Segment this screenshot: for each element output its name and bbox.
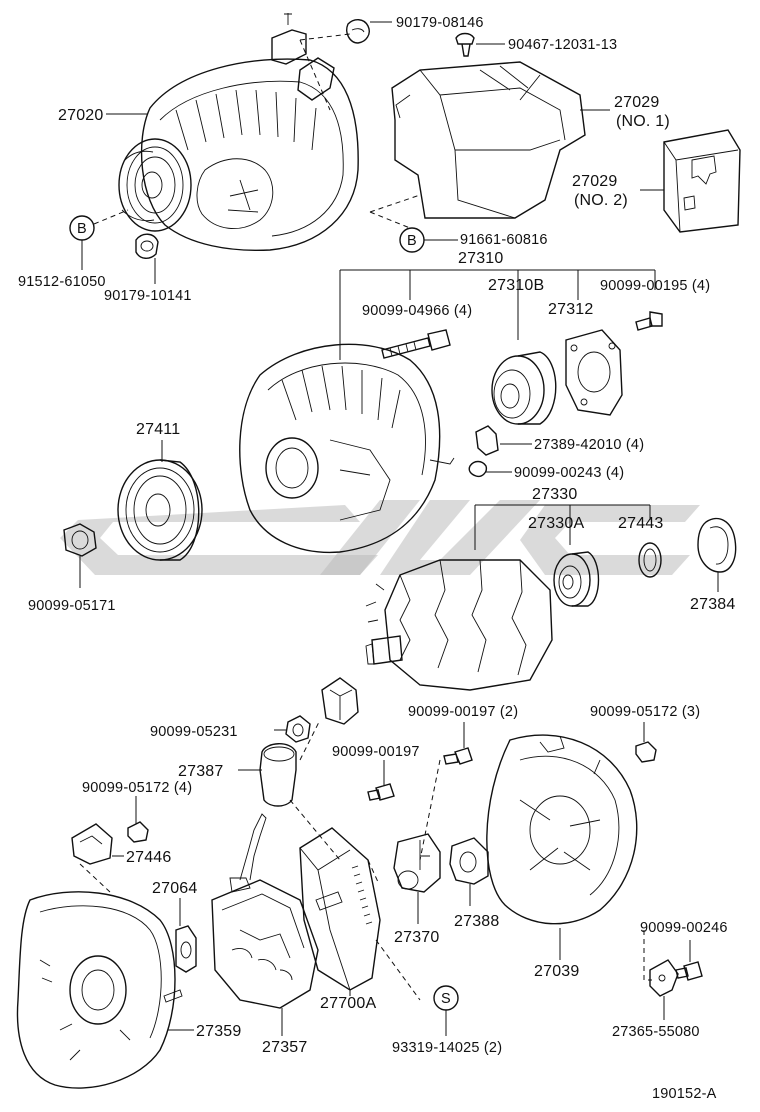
label-27020: 27020 <box>58 107 104 124</box>
leader-27330-group <box>474 504 651 550</box>
label-90099-00195: 90099-00195 (4) <box>600 278 710 294</box>
label-90099-00246: 90099-00246 <box>640 920 728 936</box>
label-90099-05231: 90099-05231 <box>150 724 238 740</box>
label-27389-42010: 27389-42010 (4) <box>534 437 644 453</box>
part-27330a-bearing <box>553 551 600 607</box>
part-27388-cover <box>449 837 489 906</box>
part-27330-rotor <box>365 559 553 691</box>
label-90099-05172-4: 90099-05172 (4) <box>82 780 192 796</box>
label-27330a: 27330A <box>528 515 584 532</box>
part-90467-clip <box>455 32 505 57</box>
callout-s <box>433 985 459 1036</box>
label-27357: 27357 <box>262 1039 308 1056</box>
label-90099-05171: 90099-05171 <box>28 598 116 614</box>
part-27700a-regulator <box>299 827 421 1001</box>
label-90099-00197: 90099-00197 <box>332 744 420 760</box>
part-27387-insulator <box>238 743 297 807</box>
label-90099-05172-3: 90099-05172 (3) <box>590 704 700 720</box>
label-27310: 27310 <box>458 250 504 267</box>
label-27411: 27411 <box>136 421 180 438</box>
part-90099-05172-3-nut <box>635 722 657 763</box>
label-90467-12031-13: 90467-12031-13 <box>508 37 617 53</box>
label-27370: 27370 <box>394 929 440 946</box>
callout-s-letter: S <box>441 991 451 1007</box>
callout-b-left-letter: B <box>77 221 87 237</box>
label-27312: 27312 <box>548 301 594 318</box>
part-90099-04966-stud-bolt <box>381 329 451 359</box>
label-27029-no1: 27029 <box>614 94 660 111</box>
leader-27310-group <box>339 269 656 360</box>
part-terminal-cap <box>289 677 359 861</box>
part-27020-alternator-assembly <box>118 13 359 252</box>
label-91512-61050: 91512-61050 <box>18 274 106 290</box>
part-90099-00243-screw <box>468 460 512 478</box>
label-27700a: 27700A <box>320 995 376 1012</box>
part-90179-10141-nut <box>135 233 159 284</box>
label-27330: 27330 <box>532 486 578 503</box>
part-90099-05172-4-nut <box>127 796 149 843</box>
label-27388: 27388 <box>454 913 500 930</box>
part-27443-ring <box>638 542 662 578</box>
label-27029-no1-sub: (NO. 1) <box>616 113 670 130</box>
label-93319-14025: 93319-14025 (2) <box>392 1040 502 1056</box>
callout-b-right <box>399 227 458 253</box>
label-27446: 27446 <box>126 849 172 866</box>
label-90179-08146: 90179-08146 <box>396 15 484 31</box>
label-27387: 27387 <box>178 763 224 780</box>
label-91661-60816: 91661-60816 <box>460 232 548 248</box>
part-90099-00197-screw <box>367 760 395 801</box>
part-90099-00246-screw <box>675 940 703 981</box>
label-27039: 27039 <box>534 963 580 980</box>
callout-b-right-letter: B <box>407 233 417 249</box>
label-90099-04966: 90099-04966 (4) <box>362 303 472 319</box>
label-27310b: 27310B <box>488 277 544 294</box>
label-27029-no2-sub: (NO. 2) <box>574 192 628 209</box>
part-27389-bracket <box>475 425 532 456</box>
diagram-code: 190152-A <box>652 1086 717 1102</box>
label-27384: 27384 <box>690 596 736 613</box>
label-90099-00197-2: 90099-00197 (2) <box>408 704 518 720</box>
part-27029-no2-terminal-cap <box>640 129 741 233</box>
part-27310b-bearing <box>491 351 557 425</box>
part-27310-drive-end-frame <box>239 343 455 554</box>
part-27365-55080-terminal <box>643 930 679 1020</box>
label-27443: 27443 <box>618 515 664 532</box>
part-27411-pulley <box>117 440 203 561</box>
part-27359-rear-cover <box>16 891 194 1089</box>
part-27064-gasket <box>175 898 197 973</box>
label-90099-00243: 90099-00243 (4) <box>514 465 624 481</box>
part-27357-rectifier <box>211 813 319 1036</box>
part-90099-05171-nut <box>63 523 97 588</box>
watermark-logo <box>60 500 700 575</box>
part-27039-rear-end-frame <box>486 734 638 960</box>
part-90099-00195-screw <box>635 311 663 331</box>
part-27384-seal <box>697 517 737 592</box>
label-27064: 27064 <box>152 880 198 897</box>
part-90099-00197-2-screw <box>419 722 473 861</box>
label-27029-no2: 27029 <box>572 173 618 190</box>
label-27365-55080: 27365-55080 <box>612 1024 700 1040</box>
part-27370-brush-holder <box>393 833 441 924</box>
part-27312-retainer-plate <box>565 329 623 416</box>
part-27029-no1-rear-cover <box>369 61 610 229</box>
callout-b-left <box>69 209 129 270</box>
label-90179-10141: 90179-10141 <box>104 288 192 304</box>
part-90099-05231-nut <box>274 715 311 743</box>
label-27359: 27359 <box>196 1023 242 1040</box>
part-90179-08146-nut <box>299 19 392 111</box>
part-27446-insulator <box>71 823 124 893</box>
